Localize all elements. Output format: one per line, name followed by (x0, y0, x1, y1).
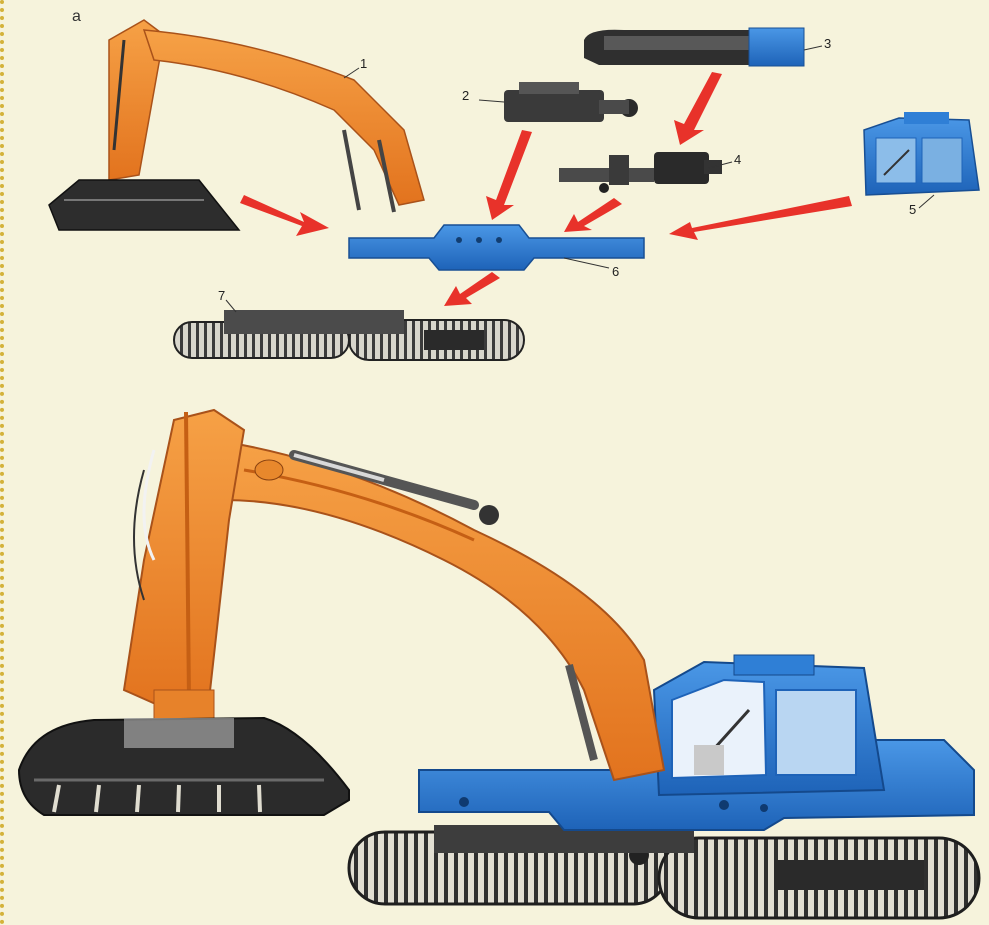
diagram-canvas (4, 0, 989, 925)
part-4-hydraulic-unit (559, 152, 722, 193)
arrow-engine-to-frame (486, 130, 532, 220)
assembled-bucket (19, 718, 349, 815)
part-label-2: 2 (462, 88, 469, 103)
assembled-arm (124, 410, 244, 720)
assembled-excavator (19, 410, 979, 918)
arrow-cab-to-frame (669, 196, 852, 240)
part-6-turntable-frame (349, 225, 644, 270)
assembled-tracks (349, 825, 979, 918)
arrow-counterweight-down (674, 72, 722, 145)
assembled-cab (654, 655, 884, 795)
part-7-undercarriage (174, 310, 524, 360)
arrow-frame-to-tracks (444, 272, 500, 306)
part-label-3: 3 (824, 36, 831, 51)
part-label-5: 5 (909, 202, 916, 217)
part-label-1: 1 (360, 56, 367, 71)
arrow-hydraulic-to-frame (564, 198, 622, 232)
panel-label: a (72, 8, 81, 26)
part-3-counterweight (584, 28, 804, 66)
part-label-7: 7 (218, 288, 225, 303)
part-2-engine (504, 82, 638, 122)
part-label-6: 6 (612, 264, 619, 279)
part-label-4: 4 (734, 152, 741, 167)
part-5-cab (864, 112, 979, 195)
part-1-boom-assembly (49, 20, 424, 230)
arrow-boom-to-frame (240, 195, 329, 236)
